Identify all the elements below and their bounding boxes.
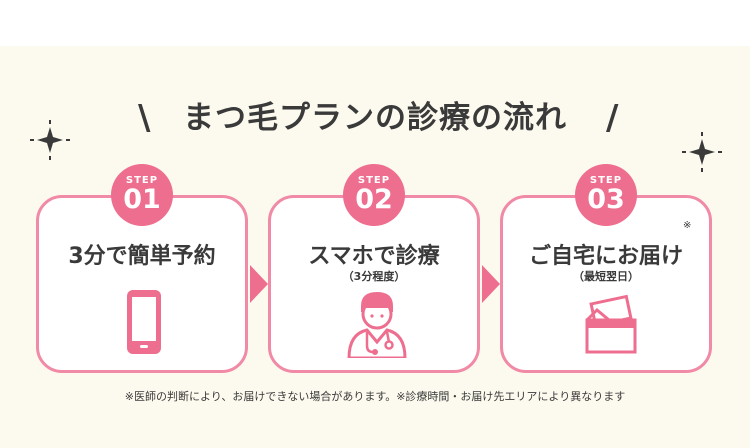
step-badge-2: STEP 02	[343, 164, 405, 226]
step-title: ご自宅にお届け	[528, 244, 683, 269]
title-decoration-right: /	[606, 98, 619, 138]
section-title: まつ毛プランの診療の流れ	[183, 100, 567, 136]
flow-arrow-icon	[250, 265, 268, 303]
flow-arrow-icon	[482, 265, 500, 303]
smartphone-icon	[127, 290, 161, 354]
title-decoration-left: \	[138, 98, 151, 138]
footnote: ※医師の判断により、お届けできない場合があります。※診療時間・お届け先エリアによ…	[124, 390, 626, 403]
sparkle-icon	[30, 120, 70, 160]
step-title: 3分で簡単予約	[68, 244, 216, 269]
step-badge-1: STEP 01	[111, 164, 173, 226]
sparkle-icon	[682, 132, 722, 172]
step-subtitle: （最短翌日）	[573, 270, 639, 283]
doctor-icon	[347, 292, 407, 358]
step-title: スマホで診療	[308, 244, 440, 269]
package-icon	[585, 294, 637, 354]
step-subtitle: （3分程度）	[342, 270, 406, 283]
step-badge-3: STEP 03	[575, 164, 637, 226]
note-mark: ※	[683, 220, 692, 231]
